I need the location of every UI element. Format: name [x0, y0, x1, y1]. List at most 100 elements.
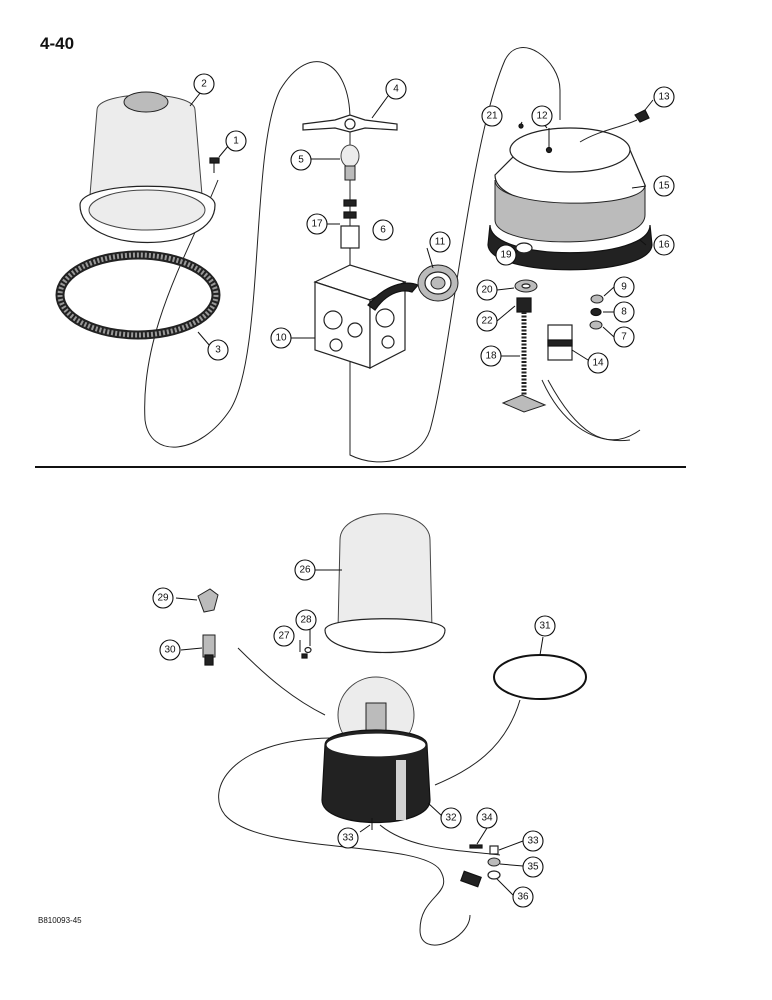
svg-text:5: 5 — [298, 155, 304, 166]
callout-6: 6 — [372, 219, 394, 241]
callout-33-right: 33 — [522, 830, 544, 852]
beacon-dome-part-26 — [324, 513, 446, 654]
o-ring-part-28 — [304, 646, 312, 654]
svg-text:17: 17 — [311, 219, 323, 230]
svg-text:16: 16 — [658, 240, 670, 251]
svg-text:6: 6 — [380, 225, 386, 236]
callout-2: 2 — [193, 73, 215, 95]
bulb-part-5 — [340, 144, 360, 181]
svg-text:19: 19 — [500, 250, 512, 261]
callout-4: 4 — [385, 78, 407, 100]
drawing-code: B810093-45 — [38, 916, 82, 925]
callout-17: 17 — [306, 213, 328, 235]
callout-34: 34 — [476, 807, 498, 829]
svg-text:35: 35 — [527, 862, 539, 873]
callout-7: 7 — [613, 326, 635, 348]
callout-leaders — [175, 87, 654, 896]
screw-part-27 — [301, 653, 308, 659]
callout-5: 5 — [290, 149, 312, 171]
callout-28: 28 — [295, 609, 317, 631]
callout-3: 3 — [207, 339, 229, 361]
callout-8: 8 — [613, 301, 635, 323]
harness-strip — [237, 647, 326, 716]
connector-plug — [460, 870, 482, 888]
gasket-part-3 — [55, 250, 221, 340]
svg-text:1: 1 — [233, 136, 239, 147]
callout-20: 20 — [476, 279, 498, 301]
svg-text:33: 33 — [527, 836, 539, 847]
callout-1: 1 — [225, 130, 247, 152]
mounting-box-part-10 — [313, 264, 420, 369]
callout-29: 29 — [152, 587, 174, 609]
callout-33-left: 33 — [337, 827, 359, 849]
svg-text:15: 15 — [658, 181, 670, 192]
svg-text:36: 36 — [517, 892, 529, 903]
callout-21: 21 — [481, 105, 503, 127]
beacon-base-part-32 — [321, 676, 431, 823]
wire-lead — [541, 379, 631, 442]
svg-text:28: 28 — [300, 615, 312, 626]
bracket-part-4 — [302, 114, 398, 133]
callout-18: 18 — [480, 345, 502, 367]
callout-10: 10 — [270, 327, 292, 349]
callout-22: 22 — [476, 310, 498, 332]
svg-text:31: 31 — [539, 621, 551, 632]
wire-nut-part-13 — [579, 109, 650, 143]
clip-part-29 — [197, 588, 219, 613]
svg-text:3: 3 — [215, 345, 221, 356]
svg-text:7: 7 — [621, 332, 627, 343]
hardware-parts-33-36 — [371, 818, 501, 880]
callout-32: 32 — [440, 807, 462, 829]
beacon-base-part-15 — [487, 127, 653, 271]
washer-part-9 — [590, 294, 604, 304]
svg-text:21: 21 — [486, 111, 498, 122]
svg-text:13: 13 — [658, 92, 670, 103]
svg-text:26: 26 — [299, 565, 311, 576]
callout-12: 12 — [531, 105, 553, 127]
nut-part-22 — [516, 297, 532, 313]
washer-part-21 — [518, 123, 524, 129]
svg-text:27: 27 — [278, 631, 290, 642]
callout-26: 26 — [294, 559, 316, 581]
bolt-part-18 — [501, 312, 547, 413]
svg-text:11: 11 — [435, 237, 446, 248]
callout-27: 27 — [273, 625, 295, 647]
svg-text:33: 33 — [342, 833, 354, 844]
callout-14: 14 — [587, 352, 609, 374]
callout-13: 13 — [653, 86, 675, 108]
page-number: 4-40 — [40, 34, 75, 53]
svg-text:2: 2 — [201, 79, 207, 90]
callout-30: 30 — [159, 639, 181, 661]
ground-lead — [379, 824, 501, 856]
power-cord — [218, 737, 471, 946]
svg-text:14: 14 — [592, 358, 604, 369]
wire-lead-2 — [547, 379, 641, 441]
svg-text:8: 8 — [621, 307, 627, 318]
callout-16: 16 — [653, 234, 675, 256]
washer-part-20 — [514, 279, 538, 293]
svg-text:30: 30 — [164, 645, 176, 656]
knockout-plug-part-11 — [417, 264, 459, 302]
callout-15: 15 — [653, 175, 675, 197]
callout-11: 11 — [429, 231, 451, 253]
screw-part-12 — [545, 128, 553, 154]
callout-9: 9 — [613, 276, 635, 298]
svg-text:29: 29 — [157, 593, 169, 604]
callout-35: 35 — [522, 856, 544, 878]
wire-loop — [144, 47, 561, 463]
gasket-ring-part-31 — [493, 654, 587, 700]
bulb-part-30 — [202, 634, 216, 666]
svg-text:10: 10 — [275, 333, 287, 344]
connector-part-14 — [547, 324, 573, 361]
callout-31: 31 — [534, 615, 556, 637]
nut-part-7 — [589, 320, 603, 330]
svg-text:18: 18 — [485, 351, 497, 362]
grommet-part-19 — [515, 242, 533, 254]
harness-strip-2 — [434, 699, 521, 786]
svg-text:12: 12 — [536, 111, 548, 122]
svg-text:4: 4 — [393, 84, 399, 95]
svg-text:20: 20 — [481, 285, 493, 296]
svg-text:9: 9 — [621, 282, 627, 293]
callout-36: 36 — [512, 886, 534, 908]
